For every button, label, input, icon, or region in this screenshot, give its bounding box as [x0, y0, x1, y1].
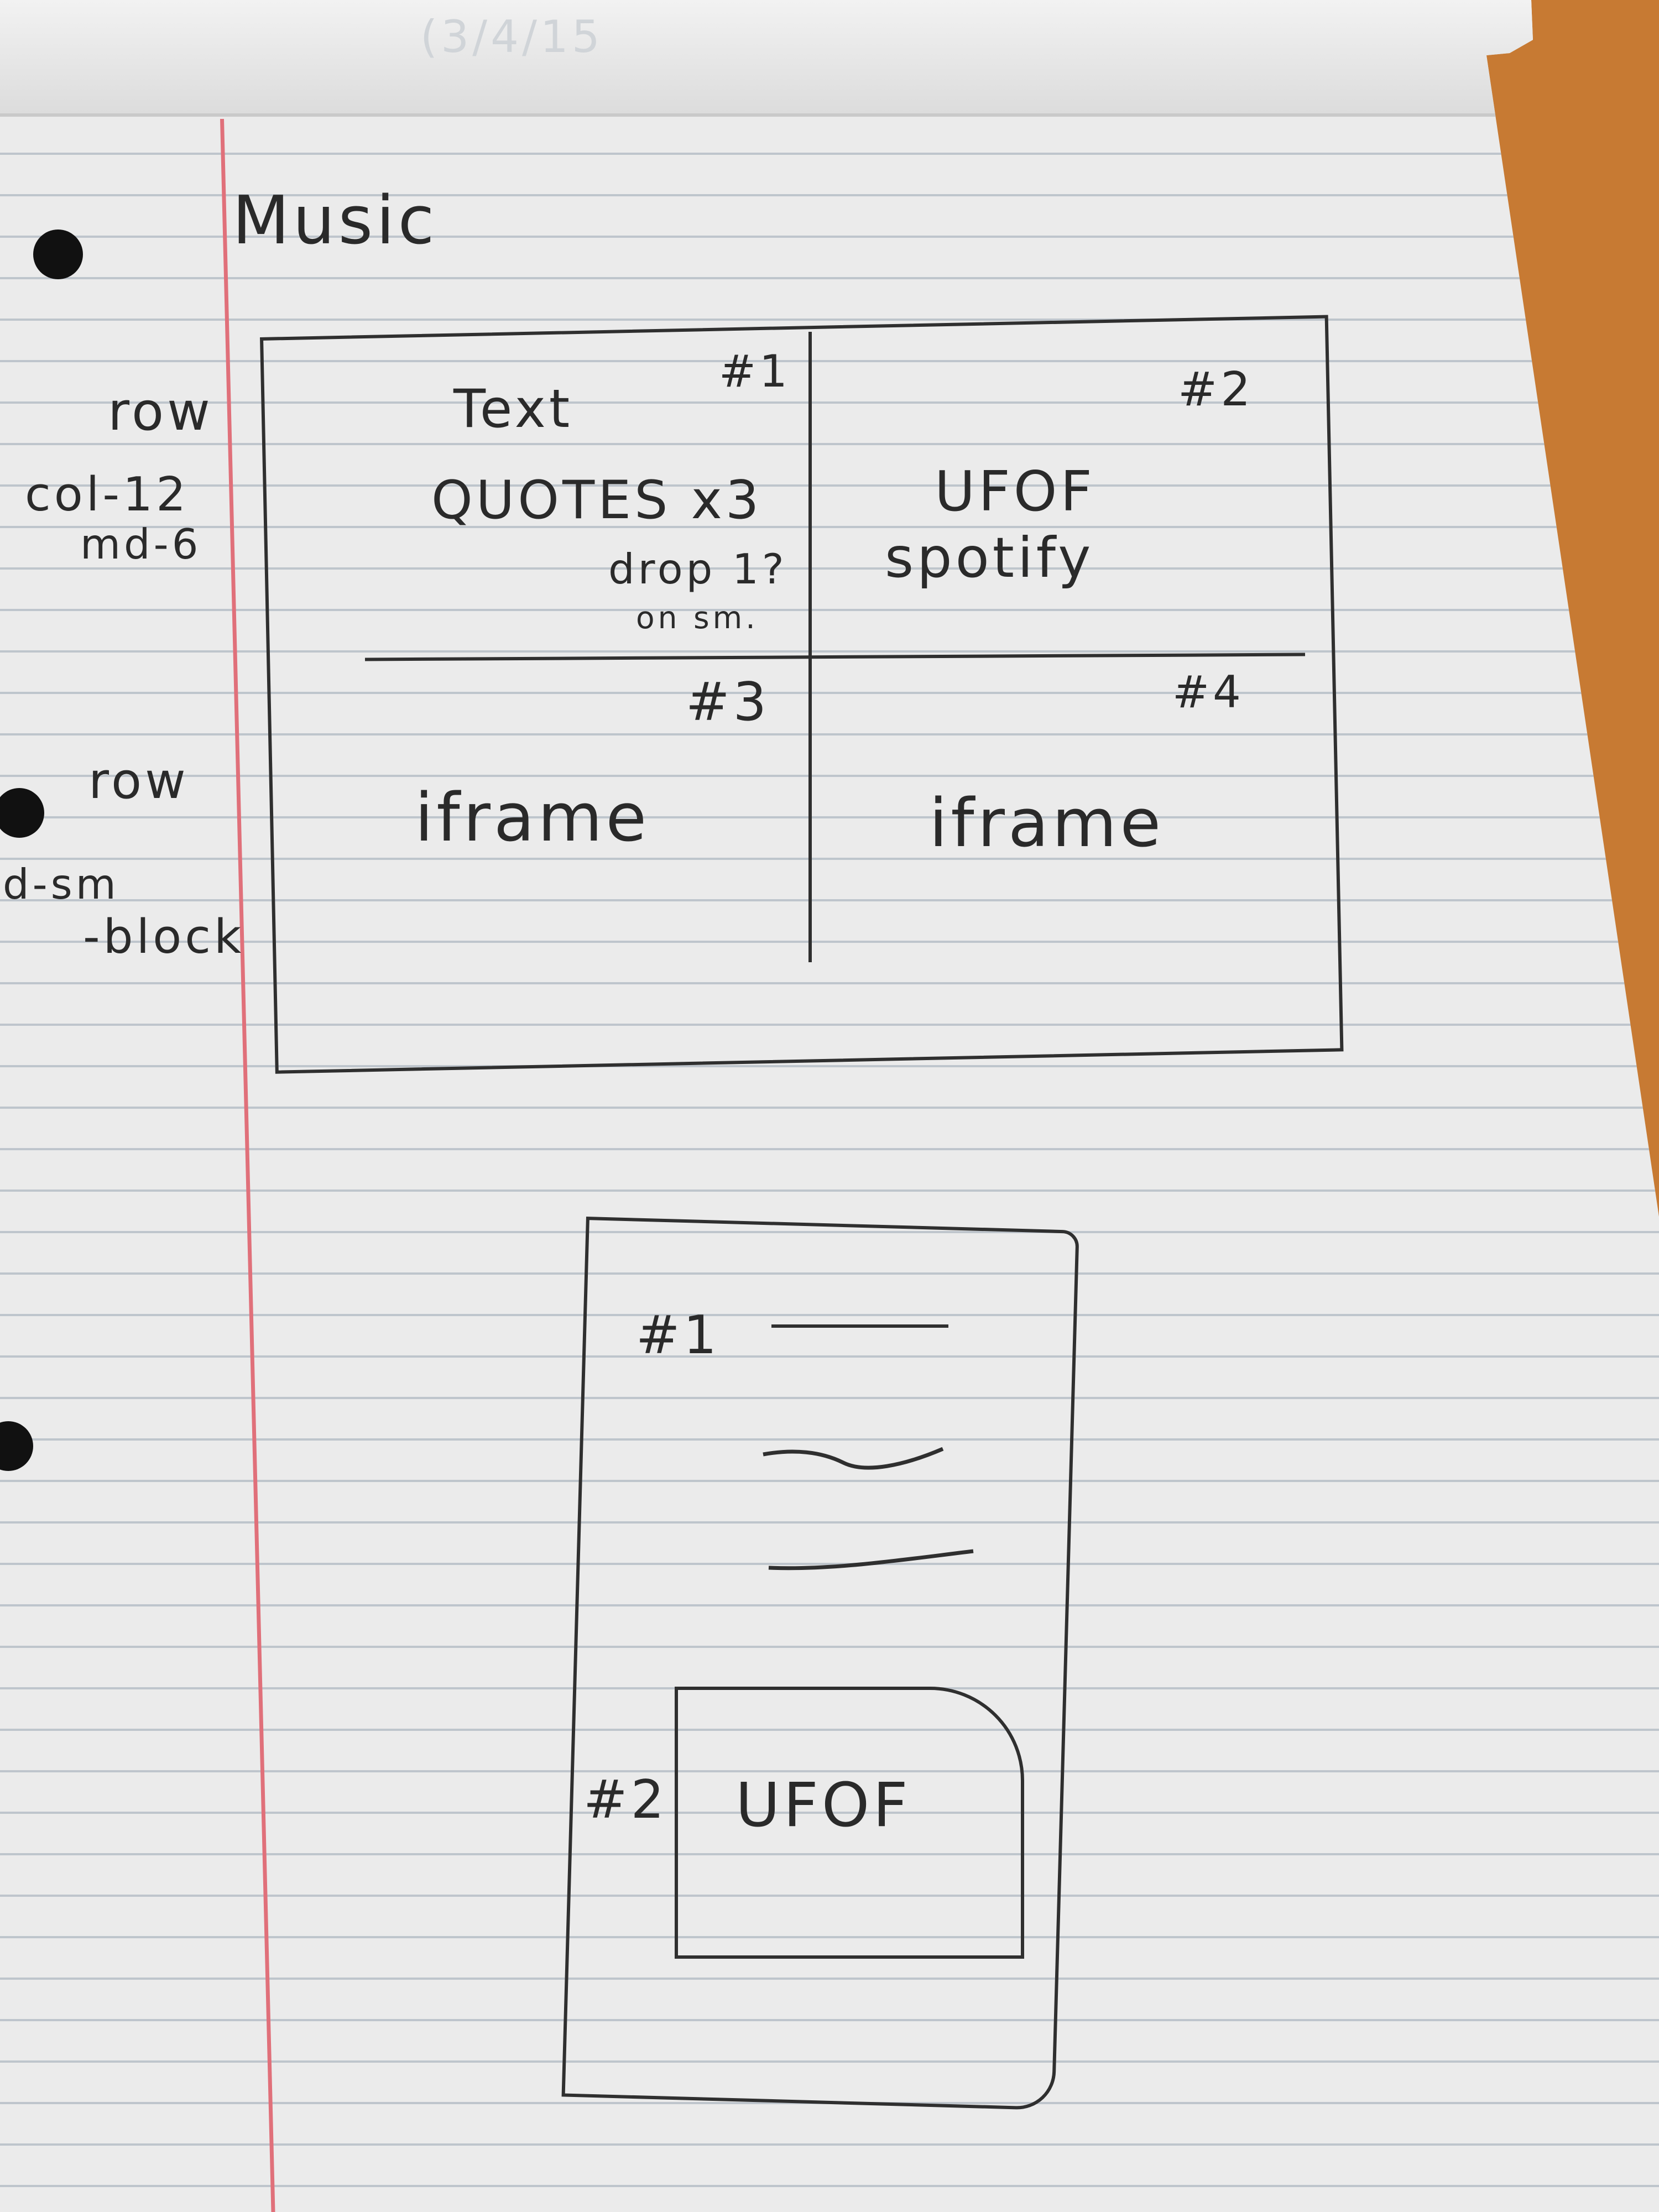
cell-2-spotify: spotify	[885, 525, 1094, 590]
cell-1-text: Text	[453, 379, 573, 440]
margin-note-row-2: row	[88, 752, 189, 810]
cell-1-quotes: QUOTES x3	[431, 470, 763, 531]
margin-note-md-6: md-6	[80, 520, 202, 568]
previous-page-fold: (3/4/15	[0, 0, 1537, 117]
text-line-3	[768, 1549, 974, 1571]
cell-3-tag: #3	[686, 672, 770, 733]
desktop-column-divider	[808, 332, 812, 962]
margin-note-block: -block	[83, 910, 245, 964]
punch-hole-1	[33, 229, 83, 279]
page-title: Music	[232, 182, 438, 259]
mobile-tag-1: #1	[636, 1305, 721, 1366]
cell-2-tag: #2	[1178, 362, 1254, 417]
cell-4-iframe: iframe	[929, 785, 1165, 862]
text-line-2	[763, 1447, 944, 1470]
ruled-lines	[0, 113, 1659, 2212]
margin-note-row-1: row	[108, 382, 213, 442]
text-line-1	[771, 1324, 948, 1328]
punch-hole-2	[0, 788, 44, 838]
margin-note-d-sm: d-sm	[3, 860, 119, 909]
cell-1-drop: drop 1?	[608, 545, 787, 593]
mobile-ufof: UFOF	[735, 1770, 911, 1840]
spotify-embed-box	[675, 1687, 1024, 1959]
mobile-tag-2: #2	[583, 1770, 668, 1830]
cell-4-tag: #4	[1172, 666, 1244, 718]
cell-2-ufof: UFOF	[935, 459, 1095, 524]
desk-surface	[1653, 0, 1659, 6]
margin-note-col-12: col-12	[25, 467, 190, 522]
faint-date: (3/4/15	[420, 11, 603, 62]
cell-1-on-sm: on sm.	[636, 600, 759, 635]
cell-1-tag: #1	[719, 346, 791, 397]
cell-3-iframe: iframe	[415, 780, 650, 857]
